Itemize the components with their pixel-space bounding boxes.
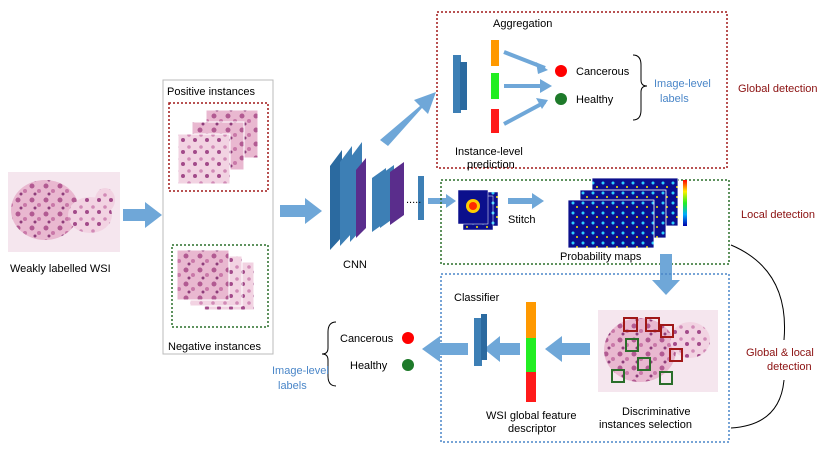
healthy-label-top: Healthy: [576, 94, 614, 106]
arrow-cnn-to-global: [380, 92, 436, 146]
negative-instance-patches: [176, 249, 255, 311]
descriptor-bar-red: [526, 372, 536, 402]
classifier-vector-depth: [481, 314, 487, 360]
probability-colorbar: [683, 180, 687, 226]
brace-bottom: [321, 321, 337, 387]
discriminative-label-2: instances selection: [599, 419, 692, 431]
positive-instances-label: Positive instances: [167, 86, 256, 98]
image-level-label-bottom-2: labels: [278, 380, 307, 392]
bar-green: [491, 73, 499, 99]
instances-panel: [162, 79, 274, 355]
descriptor-label-1: WSI global feature: [486, 410, 577, 422]
healthy-dot-top: [555, 93, 567, 105]
bar-red: [491, 109, 499, 133]
cancerous-label-bottom: Cancerous: [340, 333, 394, 345]
arrow-classifier-to-labels: [422, 336, 468, 362]
wsi-thumbnail: [8, 172, 120, 252]
global-local-label-2: detection: [767, 361, 812, 373]
image-level-label-top-2: labels: [660, 93, 689, 105]
healthy-dot-bottom: [402, 359, 414, 371]
cnn-block: .....: [330, 142, 424, 250]
instance-level-label-2: prediction: [467, 159, 515, 171]
connector-combined-to-box: [730, 379, 785, 429]
positive-instance-patches: [177, 109, 259, 185]
negative-instances-label: Negative instances: [168, 341, 261, 353]
cancerous-label-top: Cancerous: [576, 66, 630, 78]
heatmap-patches: [457, 189, 499, 231]
cnn-label: CNN: [343, 259, 367, 271]
discriminative-wsi: [598, 310, 718, 392]
classifier-label: Classifier: [454, 292, 500, 304]
global-detection-box: [436, 11, 728, 169]
arrow-instances-to-cnn: [280, 198, 322, 224]
svg-text:.....: .....: [406, 194, 421, 206]
positive-instances-box: [168, 102, 269, 192]
brace-top: [632, 54, 648, 121]
aggregation-arrows: [503, 50, 552, 126]
descriptor-label-2: descriptor: [508, 423, 557, 435]
global-local-box: [440, 273, 730, 443]
arrow-selection-to-descriptor: [545, 336, 590, 362]
cancerous-dot-top: [555, 65, 567, 77]
arrow-descriptor-to-classifier: [484, 336, 520, 362]
instance-feature-vector: [453, 55, 461, 113]
bar-orange: [491, 40, 499, 66]
instance-feature-vector-depth: [460, 62, 467, 110]
arrow-stitch: [508, 193, 544, 209]
descriptor-bar-orange: [526, 302, 536, 338]
connector-local-to-combined: [730, 244, 786, 341]
healthy-label-bottom: Healthy: [350, 360, 388, 372]
instance-level-label-1: Instance-level: [455, 146, 523, 158]
probability-map-stack: [567, 177, 679, 249]
local-detection-label: Local detection: [741, 209, 815, 221]
probability-maps-label: Probability maps: [560, 251, 642, 263]
local-detection-box: [440, 179, 730, 265]
descriptor-bar-green: [526, 338, 536, 372]
arrow-cnn-to-heatmap: [428, 194, 456, 208]
global-detection-label: Global detection: [738, 83, 818, 95]
discriminative-label-1: Discriminative: [622, 406, 690, 418]
image-level-label-bottom-1: Image-level: [272, 365, 329, 377]
image-level-label-top-1: Image-level: [654, 78, 711, 90]
wsi-label: Weakly labelled WSI: [10, 263, 111, 275]
arrow-wsi-to-instances: [123, 202, 162, 228]
cancerous-dot-bottom: [402, 332, 414, 344]
stitch-label: Stitch: [508, 214, 536, 226]
global-local-label-1: Global & local: [746, 347, 814, 359]
classifier-vector: [474, 318, 482, 366]
aggregation-label: Aggregation: [493, 18, 552, 30]
negative-instances-box: [171, 244, 269, 328]
